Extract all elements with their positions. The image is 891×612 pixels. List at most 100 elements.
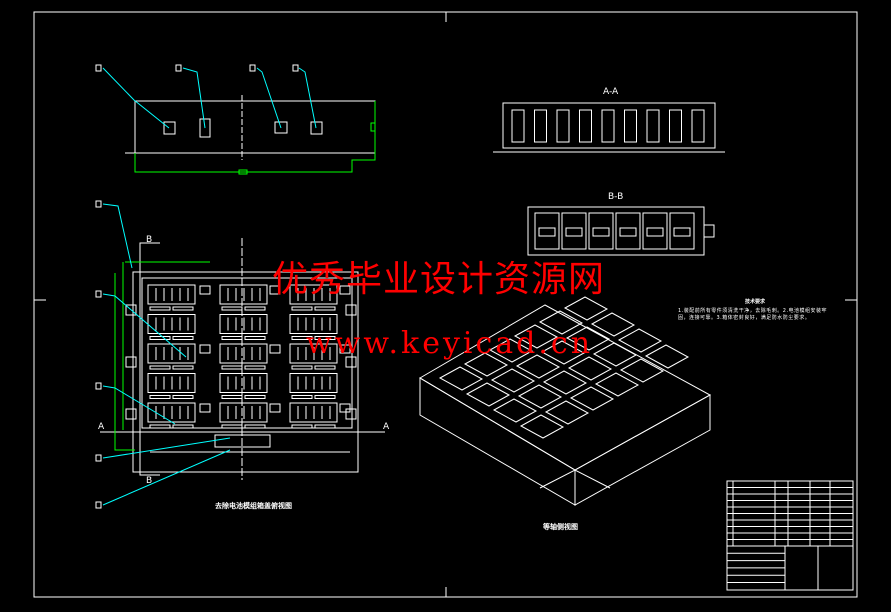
mount-bracket — [339, 285, 351, 295]
line-shape — [314, 306, 336, 311]
line-shape — [172, 424, 194, 429]
line-shape — [244, 395, 266, 399]
line-shape — [172, 365, 194, 370]
section-bb-view — [527, 206, 715, 256]
battery-module-iso — [563, 296, 609, 321]
battery-module-iso — [544, 400, 590, 425]
line-shape — [291, 336, 313, 340]
cut-label-a-right: A — [383, 422, 390, 432]
line-shape — [172, 336, 194, 340]
battery-module — [147, 284, 196, 305]
watermark-text: 优秀毕业设计资源网 — [272, 259, 606, 300]
cell-section — [642, 212, 668, 250]
line-shape — [149, 365, 171, 370]
mount-bracket — [199, 285, 211, 295]
battery-module-iso — [465, 382, 511, 407]
mount-bracket — [339, 344, 351, 354]
technical-notes: 1.装配前所有零件须清洗干净，去除毛刺。2.电池模组安装牢固，连接可靠。3.箱体… — [678, 308, 828, 321]
battery-module — [289, 373, 338, 393]
line-shape — [221, 424, 243, 429]
section-aa-view — [493, 102, 725, 153]
mount-bracket — [125, 304, 137, 316]
line-shape — [314, 424, 336, 429]
cut-label-b-top: B — [146, 235, 152, 245]
mount-bracket — [125, 356, 137, 368]
line-shape — [314, 365, 336, 370]
line-shape — [538, 227, 556, 237]
line-shape — [291, 306, 313, 311]
section-bb-label: B-B — [608, 192, 623, 202]
cell-section — [588, 212, 614, 250]
battery-module-iso — [490, 368, 536, 393]
line-shape — [314, 395, 336, 399]
cell-section — [601, 109, 615, 143]
line-shape — [673, 227, 691, 237]
cell-section — [511, 109, 525, 143]
cell-section — [534, 109, 547, 143]
cell-section — [556, 109, 570, 143]
battery-module-iso — [565, 326, 611, 351]
line-shape — [221, 395, 243, 399]
line-shape — [149, 336, 171, 340]
line-shape — [646, 227, 664, 237]
line-shape — [619, 227, 637, 237]
battery-module — [219, 314, 268, 334]
line-shape — [244, 306, 266, 311]
battery-module-iso — [515, 354, 561, 379]
mount-bracket — [199, 403, 211, 413]
mount-bracket — [269, 344, 281, 354]
cut-label-b-bottom: B — [146, 476, 152, 486]
battery-module — [219, 402, 268, 423]
cell-section — [624, 109, 637, 143]
line-shape — [565, 227, 583, 237]
isometric-view — [419, 296, 712, 506]
line-shape — [314, 336, 336, 340]
plan-view — [95, 200, 385, 509]
battery-module-iso — [592, 342, 638, 367]
line-shape — [244, 365, 266, 370]
battery-module-iso — [538, 310, 584, 335]
battery-module-iso — [463, 352, 509, 377]
battery-module — [289, 284, 338, 305]
title-block — [726, 480, 854, 591]
battery-module-iso — [567, 356, 613, 381]
battery-module-iso — [513, 324, 559, 349]
cut-label-a-left: A — [98, 422, 105, 432]
battery-module-iso — [619, 358, 665, 383]
line-shape — [221, 365, 243, 370]
battery-module-iso — [540, 340, 586, 365]
section-aa-label: A-A — [603, 87, 619, 97]
battery-module-iso — [519, 414, 565, 439]
line-shape — [172, 395, 194, 399]
cell-section — [579, 109, 592, 143]
cell-section — [561, 212, 587, 250]
battery-module-iso — [594, 372, 640, 397]
mount-bracket — [339, 403, 351, 413]
mount-bracket — [125, 408, 137, 420]
caption-plan-view: 去除电池模组箱盖俯视图 — [215, 502, 292, 510]
line-shape — [221, 306, 243, 311]
cell-section — [646, 109, 660, 143]
mount-bracket — [345, 304, 357, 316]
mount-bracket — [345, 408, 357, 420]
battery-module-iso — [517, 384, 563, 409]
battery-module — [289, 314, 338, 334]
battery-module-iso — [488, 338, 534, 363]
mount-bracket — [345, 356, 357, 368]
cell-section — [691, 109, 705, 143]
battery-module-iso — [617, 328, 663, 353]
cell-section — [669, 109, 682, 143]
battery-module — [219, 343, 268, 364]
mount-bracket — [199, 344, 211, 354]
watermark-url: www.keyicad.cn — [306, 326, 594, 361]
battery-module — [219, 373, 268, 393]
battery-module — [219, 284, 268, 305]
cell-section — [669, 212, 695, 250]
line-shape — [291, 395, 313, 399]
center-marks — [34, 12, 857, 597]
front-view — [95, 64, 376, 175]
battery-module-iso — [569, 386, 615, 411]
battery-module-iso — [542, 370, 588, 395]
cell-section — [615, 212, 641, 250]
